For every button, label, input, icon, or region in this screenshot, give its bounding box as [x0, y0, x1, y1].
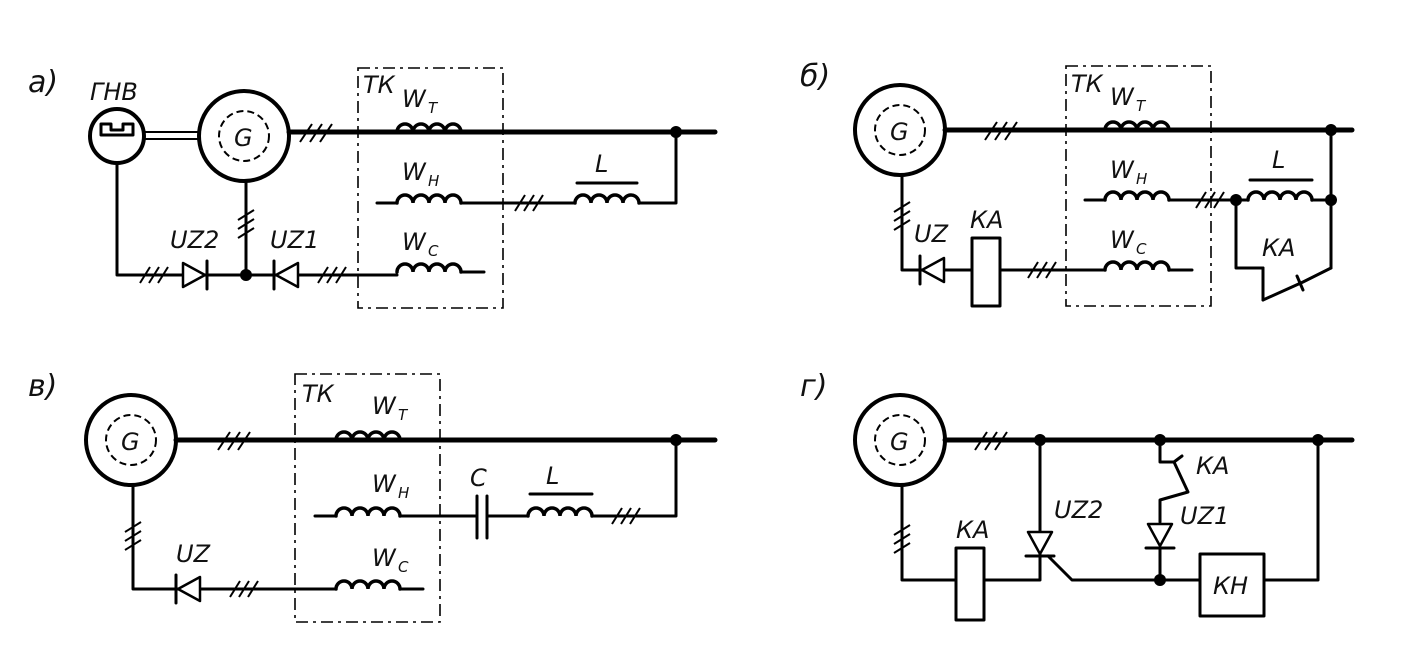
inductor-a — [573, 193, 641, 205]
wt-b-main: W — [1110, 83, 1135, 111]
tk-label-a: ТК — [363, 71, 396, 99]
block-kh — [1198, 552, 1266, 618]
winding-wt-a — [395, 122, 463, 134]
wc-v-sub: С — [398, 558, 409, 576]
panel-a-label: а) — [28, 65, 58, 100]
winding-wt-v — [334, 430, 402, 442]
wh-b-sub: Н — [1136, 170, 1147, 188]
wc-a-main: W — [402, 228, 427, 256]
wh-a-sub: Н — [428, 172, 439, 190]
winding-wh-a — [395, 193, 463, 205]
inductor-a-label: L — [595, 150, 608, 178]
wc-v-main: W — [372, 544, 397, 572]
relay-ka-b — [970, 236, 1002, 308]
generator-g: G — [853, 393, 947, 487]
inductor-b — [1246, 190, 1314, 202]
winding-wh-b — [1103, 190, 1171, 202]
tk-box-v — [294, 373, 441, 623]
exciter-label: ГНВ — [90, 78, 138, 106]
generator-a-label: G — [234, 124, 253, 152]
wt-b-sub: Т — [1136, 97, 1147, 115]
wh-b-main: W — [1110, 156, 1135, 184]
generator-v-label: G — [121, 428, 140, 456]
wh-a-main: W — [402, 158, 427, 186]
wc-b-sub: С — [1136, 240, 1147, 258]
diode-uz2-a-label: UZ2 — [170, 226, 219, 254]
panel-a: а) ГНВ G ТК W Т — [28, 65, 718, 309]
tk-box-a — [357, 67, 504, 309]
panel-v-label: в) — [28, 369, 57, 404]
generator-b-label: G — [890, 118, 909, 146]
generator-v: G — [84, 393, 178, 487]
diode-uz1-a-label: UZ1 — [270, 226, 319, 254]
diode-uz2-a — [181, 259, 209, 291]
panel-v: в) G ТК W Т W Н C L — [28, 369, 718, 623]
panel-b-label: б) — [800, 59, 830, 94]
tk-label-b: ТК — [1071, 70, 1104, 98]
contact-ka-b — [1261, 266, 1333, 302]
thyristor-uz2-g-label: UZ2 — [1054, 496, 1103, 524]
generator-a: G — [197, 89, 291, 183]
inductor-b-label: L — [1272, 146, 1285, 174]
generator-g-label: G — [890, 428, 909, 456]
wc-a-sub: С — [428, 242, 439, 260]
wt-a-main: W — [402, 85, 427, 113]
relay-ka-b-label: КА — [970, 206, 1003, 234]
diode-uz-v-label: UZ — [176, 540, 211, 568]
capacitor-c — [475, 494, 489, 540]
panel-g: г) G КА UZ2 — [800, 369, 1355, 622]
contact-ka-b-label: КА — [1262, 234, 1295, 262]
diode-uz1-g — [1144, 522, 1176, 550]
winding-wh-v — [334, 506, 402, 518]
diode-uz1-g-label: UZ1 — [1180, 502, 1229, 530]
winding-wc-a — [395, 262, 463, 274]
diode-uz-b-label: UZ — [914, 220, 949, 248]
relay-ka-g-label: КА — [956, 516, 989, 544]
tk-box-b — [1065, 65, 1212, 307]
inductor-v-label: L — [546, 462, 559, 490]
diode-uz-v — [174, 573, 202, 605]
diode-uz-b — [918, 254, 946, 286]
diode-uz1-a — [272, 259, 300, 291]
inductor-v — [526, 506, 594, 518]
exciter-symbol — [88, 107, 146, 165]
wt-v-main: W — [372, 392, 397, 420]
wh-v-main: W — [372, 470, 397, 498]
block-kh-label: КН — [1213, 572, 1248, 600]
winding-wc-b — [1103, 260, 1171, 272]
thyristor-uz2-g — [1024, 530, 1162, 582]
contact-ka-g-label: КА — [1196, 452, 1229, 480]
capacitor-c-label: C — [470, 464, 487, 492]
contact-ka-g — [1158, 438, 1190, 524]
panel-b: б) G ТК W Т W Н L — [800, 59, 1355, 308]
tk-label-v: ТК — [302, 380, 335, 408]
winding-wt-b — [1103, 120, 1171, 132]
wc-b-main: W — [1110, 226, 1135, 254]
winding-wc-v — [334, 579, 402, 591]
wh-v-sub: Н — [398, 484, 409, 502]
wt-v-sub: Т — [398, 406, 409, 424]
wt-a-sub: Т — [428, 99, 439, 117]
panel-g-label: г) — [800, 369, 827, 404]
bus-a-phase-ticks — [299, 123, 333, 143]
relay-ka-g — [954, 546, 986, 622]
generator-b: G — [853, 83, 947, 177]
